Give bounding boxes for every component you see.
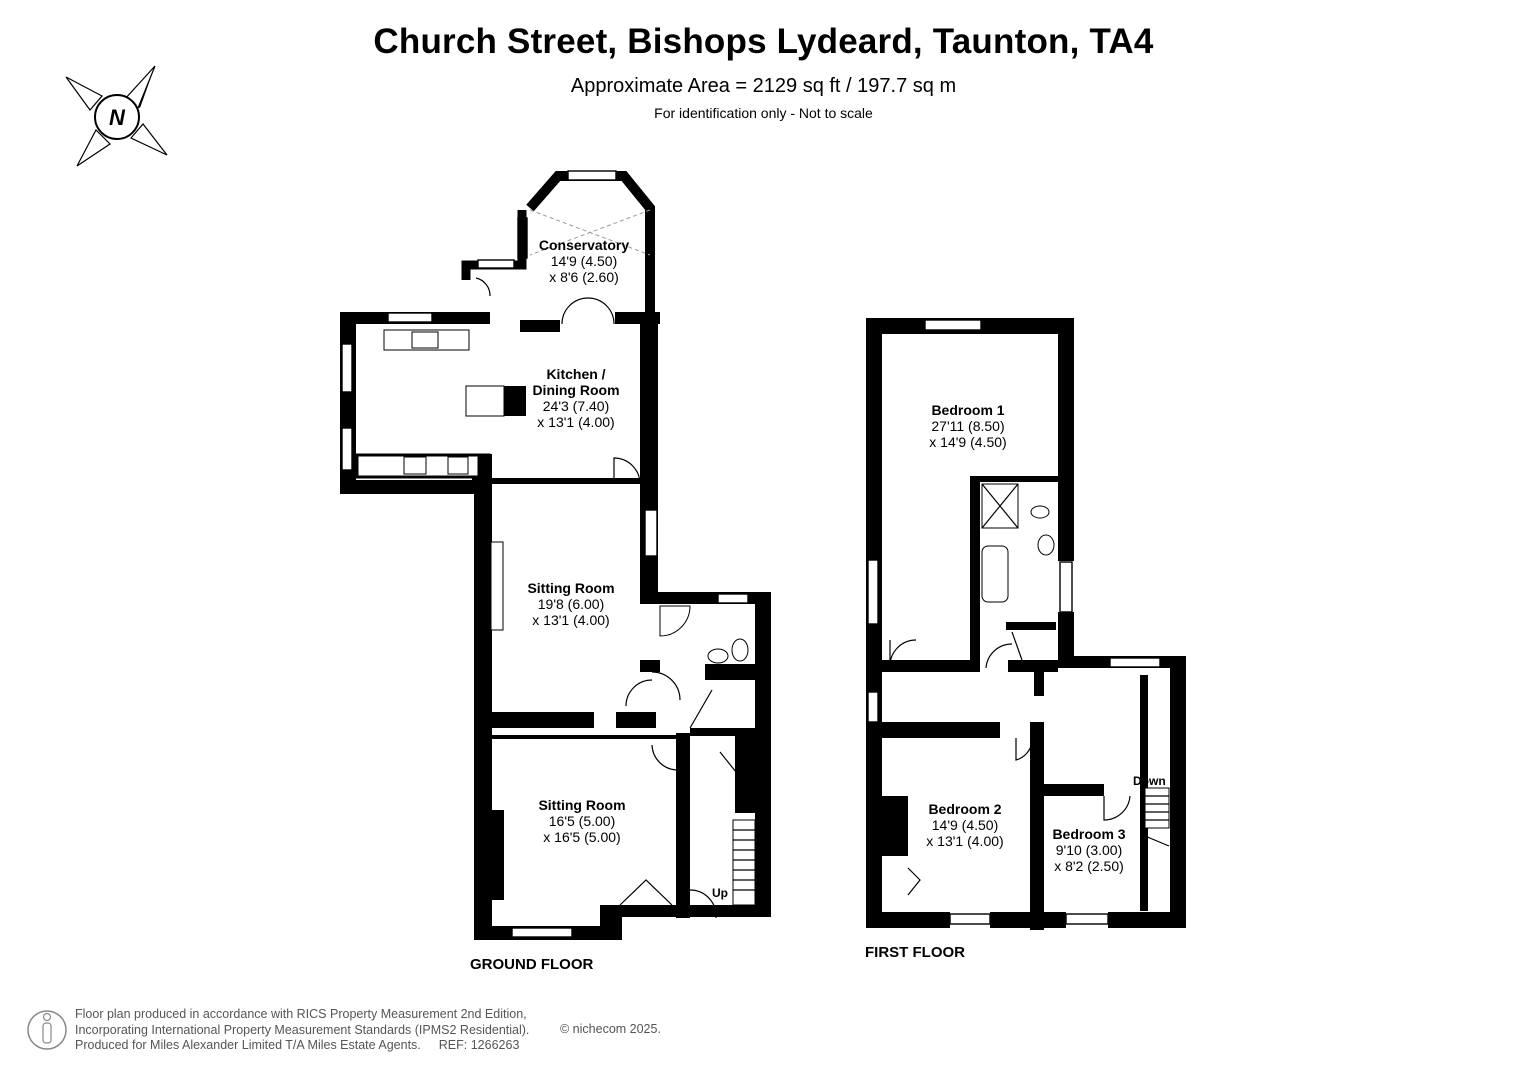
room-label-bedroom-2: Bedroom 2 14'9 (4.50) x 13'1 (4.00) [926,801,1003,849]
stairs-up-label: Up [712,886,728,900]
svg-text:x 13'1 (4.00): x 13'1 (4.00) [926,833,1003,849]
svg-text:27'11 (8.50): 27'11 (8.50) [931,418,1004,434]
footer-line-1: Floor plan produced in accordance with R… [75,1007,527,1021]
svg-text:x 14'9 (4.50): x 14'9 (4.50) [929,434,1006,450]
room-label-bedroom-3: Bedroom 3 9'10 (3.00) x 8'2 (2.50) [1052,826,1125,874]
svg-text:14'9 (4.50): 14'9 (4.50) [932,817,999,833]
first-floor-label: FIRST FLOOR [865,944,965,961]
footer-line-3-text: Produced for Miles Alexander Limited T/A… [75,1038,421,1052]
svg-text:x 13'1 (4.00): x 13'1 (4.00) [537,414,614,430]
svg-text:x 8'6 (2.60): x 8'6 (2.60) [549,269,619,285]
svg-text:Bedroom 2: Bedroom 2 [928,801,1001,817]
compass-north-letter: N [109,105,126,130]
north-compass-icon: N [65,65,168,167]
svg-text:x 13'1 (4.00): x 13'1 (4.00) [532,612,609,628]
stairs-down-label: Down [1133,774,1166,788]
svg-text:14'9 (4.50): 14'9 (4.50) [551,253,618,269]
svg-text:x 8'2 (2.50): x 8'2 (2.50) [1054,858,1124,874]
svg-text:Kitchen /: Kitchen / [546,366,605,382]
svg-text:Dining Room: Dining Room [532,382,619,398]
ground-floor-plan: Up [340,170,771,940]
svg-text:Sitting Room: Sitting Room [538,797,625,813]
footer-line-3: Produced for Miles Alexander Limited T/A… [75,1038,529,1054]
svg-text:Conservatory: Conservatory [539,237,629,253]
svg-text:Bedroom 3: Bedroom 3 [1052,826,1125,842]
ground-floor-label: GROUND FLOOR [470,956,593,973]
footer-line-2: Incorporating International Property Mea… [75,1022,530,1037]
room-label-kitchen-dining: Kitchen / Dining Room 24'3 (7.40) x 13'1… [532,366,619,430]
room-label-bedroom-1: Bedroom 1 27'11 (8.50) x 14'9 (4.50) [929,402,1006,450]
svg-text:9'10 (3.00): 9'10 (3.00) [1056,842,1123,858]
person-logo-icon [27,1010,67,1050]
room-label-sitting-room-2: Sitting Room 16'5 (5.00) x 16'5 (5.00) [538,797,625,845]
approximate-area: Approximate Area = 2129 sq ft / 197.7 sq… [570,75,957,97]
svg-text:x 16'5 (5.00): x 16'5 (5.00) [543,829,620,845]
svg-text:16'5 (5.00): 16'5 (5.00) [549,813,616,829]
svg-text:Bedroom 1: Bedroom 1 [931,402,1004,418]
plan-title: Church Street, Bishops Lydeard, Taunton,… [373,22,1154,61]
room-label-sitting-room-1: Sitting Room 19'8 (6.00) x 13'1 (4.00) [527,580,614,628]
svg-text:24'3 (7.40): 24'3 (7.40) [543,398,610,414]
first-floor-plan: Down [866,318,1186,930]
footer-notes: Floor plan produced in accordance with R… [75,1007,529,1054]
copyright-notice: © nichecom 2025. [560,1022,661,1036]
room-label-conservatory: Conservatory 14'9 (4.50) x 8'6 (2.60) [539,237,629,285]
reference-number: REF: 1266263 [438,1038,520,1052]
identification-note: For identification only - Not to scale [654,105,873,121]
svg-text:19'8 (6.00): 19'8 (6.00) [538,596,605,612]
svg-text:Sitting Room: Sitting Room [527,580,614,596]
